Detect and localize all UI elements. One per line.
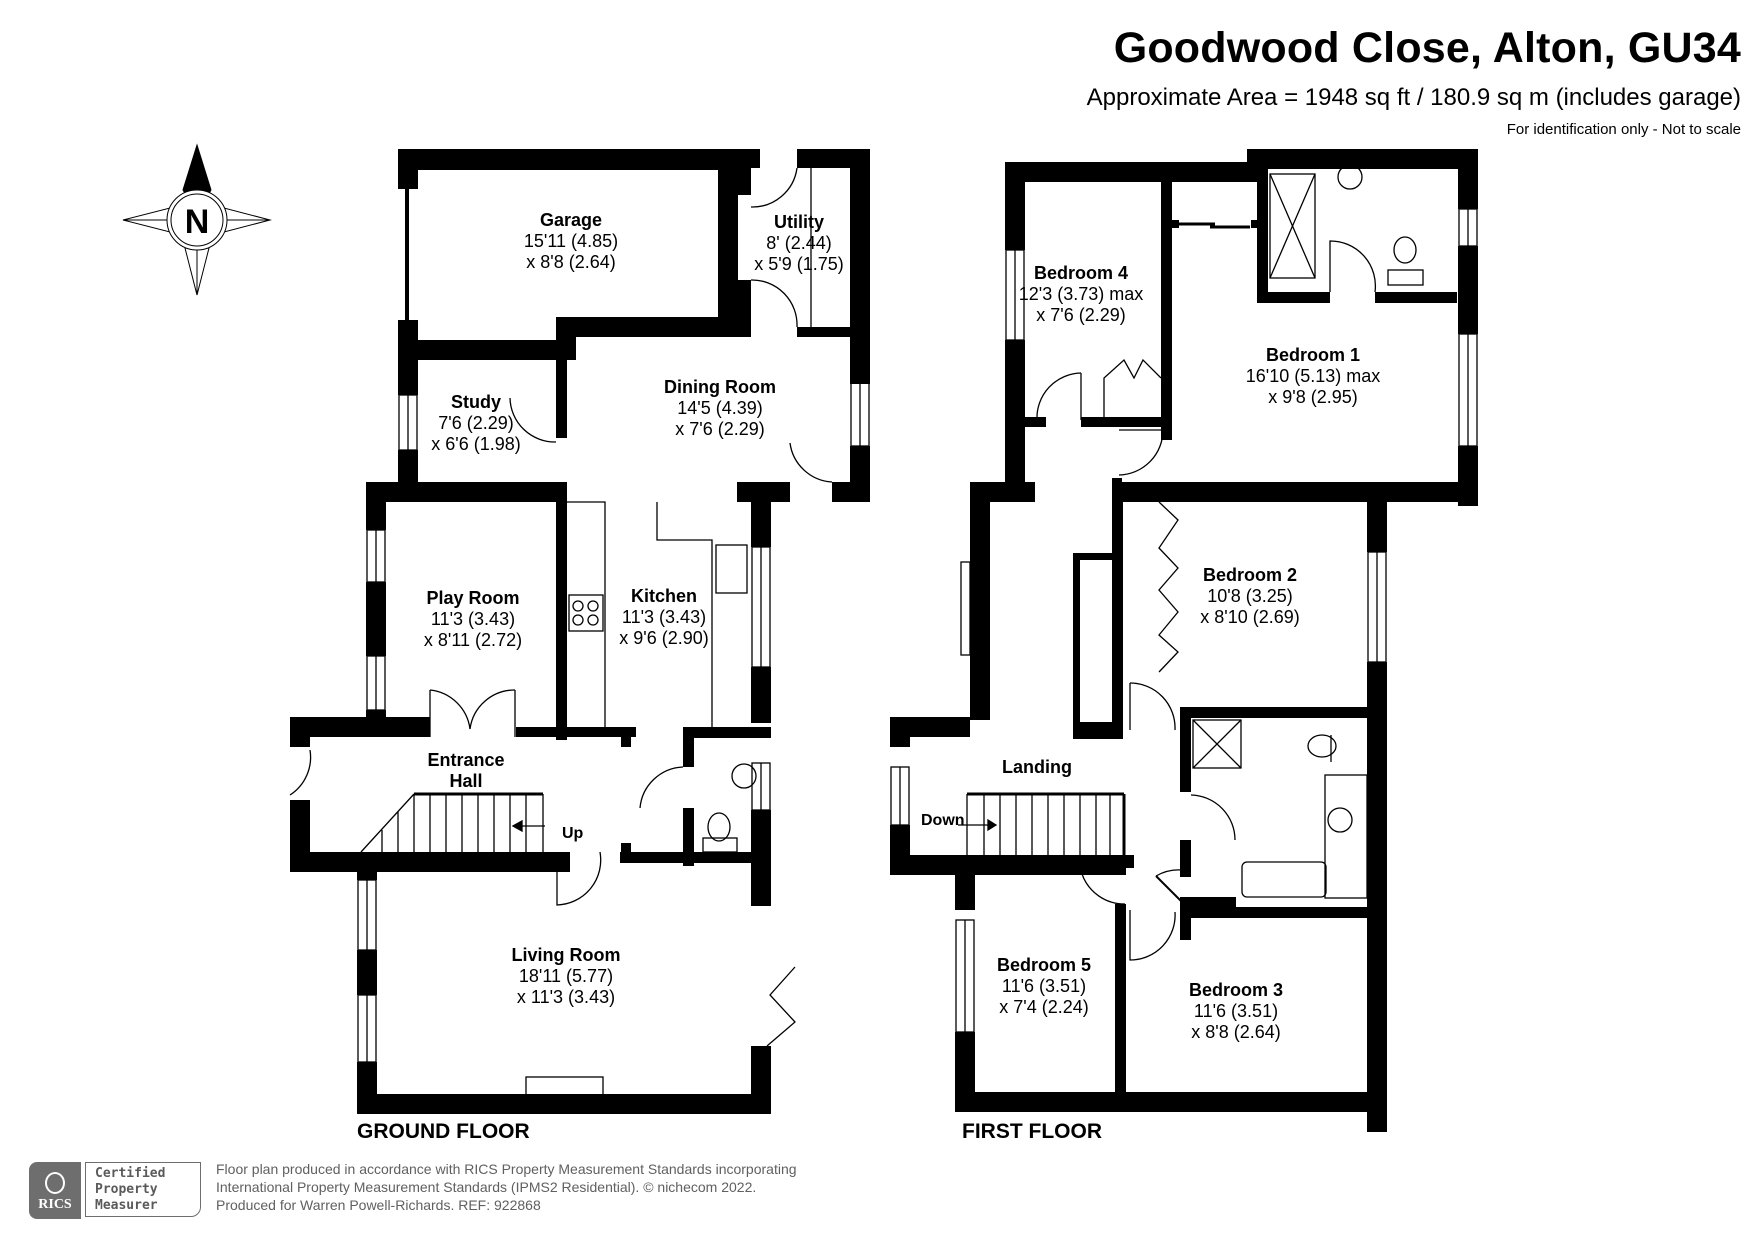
room-bedroom-1: Bedroom 1 16'10 (5.13) max x 9'8 (2.95) <box>1245 345 1381 407</box>
rics-lion-icon <box>45 1172 65 1194</box>
rics-certified-badge: RICS Certified Property Measurer <box>29 1162 204 1219</box>
scale-disclaimer: For identification only - Not to scale <box>1506 121 1741 138</box>
svg-text:N: N <box>185 203 210 241</box>
room-play-room: Play Room 11'3 (3.43) x 8'11 (2.72) <box>423 588 523 650</box>
room-kitchen: Kitchen 11'3 (3.43) x 9'6 (2.90) <box>619 586 709 648</box>
room-bedroom-5: Bedroom 5 11'6 (3.51) x 7'4 (2.24) <box>996 955 1092 1017</box>
first-floor-label: FIRST FLOOR <box>962 1120 1102 1143</box>
room-entrance-hall: Entrance Hall <box>427 750 505 791</box>
room-study: Study 7'6 (2.29) x 6'6 (1.98) <box>431 392 521 454</box>
room-utility: Utility 8' (2.44) x 5'9 (1.75) <box>754 212 844 274</box>
room-bedroom-4: Bedroom 4 12'3 (3.73) max x 7'6 (2.29) <box>1018 263 1144 325</box>
ground-floor-label: GROUND FLOOR <box>357 1120 530 1143</box>
room-bedroom-2: Bedroom 2 10'8 (3.25) x 8'10 (2.69) <box>1200 565 1300 627</box>
room-bedroom-3: Bedroom 3 11'6 (3.51) x 8'8 (2.64) <box>1188 980 1284 1042</box>
property-title: Goodwood Close, Alton, GU34 <box>1113 24 1741 72</box>
ground-floor-fixtures <box>289 167 870 1096</box>
approximate-area: Approximate Area = 1948 sq ft / 180.9 sq… <box>1086 84 1741 111</box>
compass-north-icon: N <box>122 143 272 296</box>
stair-treads <box>381 794 544 852</box>
ground-floor-walls <box>290 149 870 1114</box>
room-living-room: Living Room 18'11 (5.77) x 11'3 (3.43) <box>511 945 621 1007</box>
footer-statement: Floor plan produced in accordance with R… <box>216 1161 797 1213</box>
stair-treads-first <box>966 794 1111 855</box>
room-landing: Landing <box>1002 757 1072 777</box>
stairs-up-label: Up <box>562 825 584 842</box>
first-floor-walls <box>890 149 1478 1132</box>
certified-property-measurer: Certified Property Measurer <box>85 1162 201 1217</box>
stairs-down-label: Down <box>921 812 965 829</box>
first-floor-fixtures <box>890 164 1478 1048</box>
rics-logo: RICS <box>29 1162 81 1219</box>
room-dining-room: Dining Room 14'5 (4.39) x 7'6 (2.29) <box>664 377 776 439</box>
room-garage: Garage 15'11 (4.85) x 8'8 (2.64) <box>523 210 619 272</box>
